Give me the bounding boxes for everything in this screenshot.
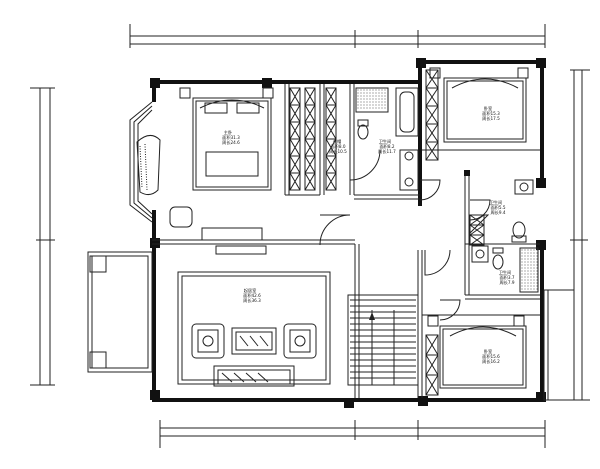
label-bedroom-bottom-right: 卧室 面积15.6 周长16.2 <box>482 348 500 365</box>
label-bath-top: 卫生间 面积8.2 周长11.7 <box>378 138 396 155</box>
interior-walls <box>152 84 540 398</box>
armchair-right <box>283 323 317 359</box>
room-name-bath-right-top: 卫生间 <box>490 199 503 206</box>
room-name-master-bedroom: 主卧 <box>224 129 232 136</box>
dimension-lines <box>30 24 590 448</box>
room-name-bedroom-bottom-right: 卧室 <box>484 348 492 355</box>
shower-tray <box>355 87 389 113</box>
shower-right <box>521 249 538 290</box>
bay-window <box>129 101 153 223</box>
bathtub <box>395 87 419 137</box>
room-name-closet: 衣帽 <box>333 138 341 145</box>
room-perimeter-master-bedroom: 周长24.6 <box>222 139 240 146</box>
door-swings <box>319 149 491 321</box>
room-area-closet: 面积8.0 <box>330 143 345 150</box>
coffee-table <box>231 327 277 355</box>
room-perimeter-closet: 周长10.5 <box>329 148 347 155</box>
bed-bottom-right <box>427 315 527 389</box>
label-closet: 衣帽 面积8.0 周长10.5 <box>329 138 347 155</box>
room-name-bath-right-mid: 卫生间 <box>499 269 512 276</box>
master-bed <box>179 87 274 191</box>
room-name-bath-top: 卫生间 <box>379 138 392 145</box>
room-area-master-bedroom: 面积31.3 <box>222 134 240 141</box>
room-area-bath-right-mid: 面积3.7 <box>499 274 514 281</box>
chaise-lounge <box>136 135 161 196</box>
label-bath-right-top: 卫生间 面积5.5 周长9.4 <box>490 199 506 216</box>
room-name-bedroom-top-right: 卧室 <box>484 105 492 112</box>
label-bath-right-mid: 卫生间 面积3.7 周长7.9 <box>499 269 515 286</box>
terrace-right <box>543 289 575 401</box>
room-area-bedroom-top-right: 面积15.3 <box>482 110 500 117</box>
label-master-bedroom: 主卧 面积31.3 周长24.6 <box>222 129 240 146</box>
bath-right-fixtures <box>469 179 539 293</box>
armchair-left <box>191 323 225 359</box>
toilet <box>357 119 369 140</box>
room-area-bath-top: 面积8.2 <box>379 143 394 150</box>
room-labels: 主卧 面积31.3 周长24.6 衣帽 面积8.0 周长10.5 卫生间 面积8… <box>222 105 515 365</box>
room-perimeter-bath-right-top: 周长9.4 <box>490 209 505 216</box>
room-name-living-room: 起居室 <box>244 287 257 294</box>
room-perimeter-bedroom-top-right: 周长17.5 <box>482 115 500 122</box>
sofa <box>213 365 295 387</box>
balcony <box>87 251 153 373</box>
armchair <box>169 206 193 228</box>
room-area-bath-right-top: 面积5.5 <box>490 204 505 211</box>
staircase <box>347 294 419 386</box>
room-perimeter-bath-top: 周长11.7 <box>378 148 396 155</box>
tv-cabinet <box>215 245 267 255</box>
sinks <box>399 149 419 191</box>
room-area-bedroom-bottom-right: 面积15.6 <box>482 353 500 360</box>
exterior-walls <box>150 58 546 408</box>
wardrobe-hatches <box>289 69 485 396</box>
label-bedroom-top-right: 卧室 面积15.3 周长17.5 <box>482 105 500 122</box>
room-perimeter-bedroom-bottom-right: 周长16.2 <box>482 358 500 365</box>
room-perimeter-bath-right-mid: 周长7.9 <box>499 279 514 286</box>
bed-top-right <box>429 67 529 143</box>
room-area-living-room: 面积42.6 <box>243 292 261 299</box>
room-perimeter-living-room: 周长36.3 <box>243 297 261 304</box>
desk <box>201 227 263 241</box>
label-living-room: 起居室 面积42.6 周长36.3 <box>243 287 261 304</box>
